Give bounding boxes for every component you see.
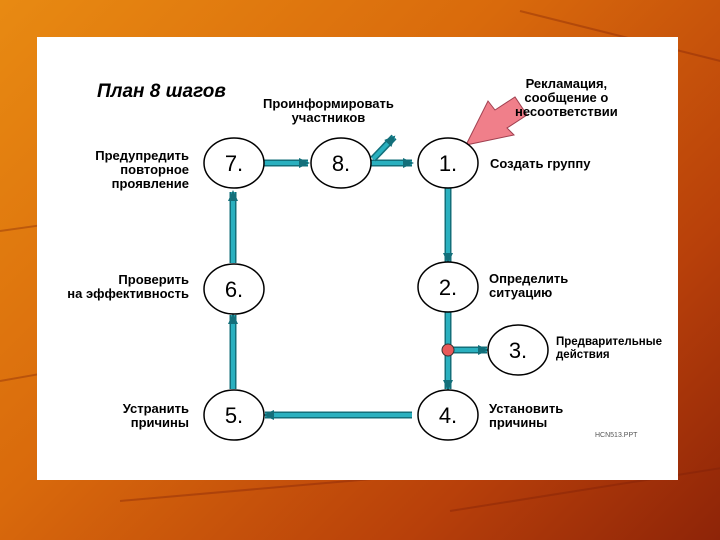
step-1-label: 1. xyxy=(439,151,457,176)
step-8-circle: 8. xyxy=(310,137,372,189)
background-streak xyxy=(0,224,40,232)
create-group-label: Создать группу xyxy=(490,156,591,171)
step-5-circle: 5. xyxy=(203,389,265,441)
complaint-arrow xyxy=(465,96,528,146)
slide-panel: 7. 8. 1. 6. 2. 3. 5. 4. План xyxy=(37,37,678,480)
junction-dot xyxy=(441,343,455,357)
step-8-label: 8. xyxy=(332,151,350,176)
footer-code: HCN513.PPT xyxy=(595,432,638,439)
diagram-title: План 8 шагов xyxy=(97,81,226,102)
step-5-label: 5. xyxy=(225,403,243,428)
step-4-label: 4. xyxy=(439,403,457,428)
step-2-label: 2. xyxy=(439,275,457,300)
step-3-label: 3. xyxy=(509,338,527,363)
step-6-circle: 6. xyxy=(203,263,265,315)
step-6-label: 6. xyxy=(225,277,243,302)
step-7-circle: 7. xyxy=(203,137,265,189)
background-streak xyxy=(0,373,40,382)
step-4-circle: 4. xyxy=(417,389,479,441)
step-1-circle: 1. xyxy=(417,137,479,189)
flow-diagram: 7. 8. 1. 6. 2. 3. 5. 4. xyxy=(203,96,549,441)
step-2-circle: 2. xyxy=(417,261,479,313)
step-3-circle: 3. xyxy=(487,324,549,376)
connector-8-to-inform xyxy=(370,134,397,162)
step-7-label: 7. xyxy=(225,151,243,176)
